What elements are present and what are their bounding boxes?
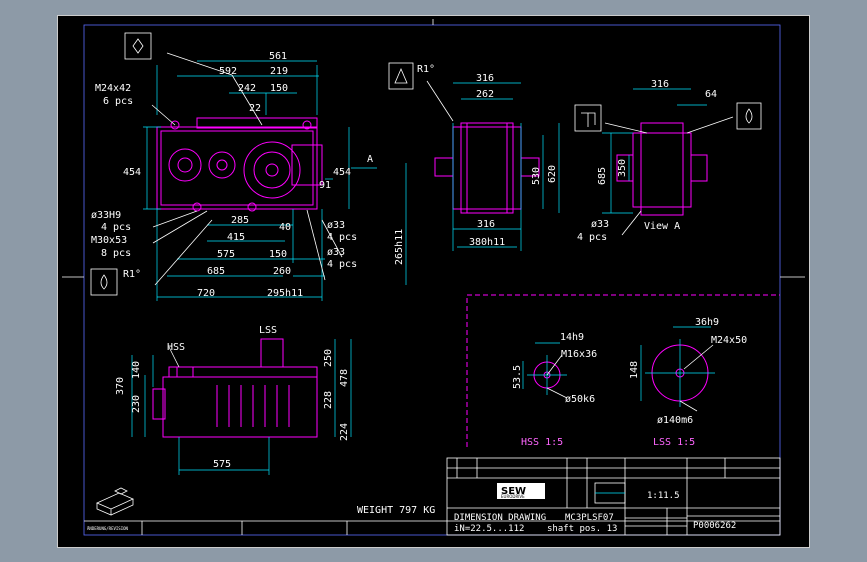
label-hss: HSS (167, 342, 185, 353)
oil-drop-icon (745, 108, 753, 124)
dim-454-right: 454 (333, 167, 351, 178)
dim-478: 478 (339, 369, 350, 387)
dim-14h9: 14h9 (560, 332, 584, 343)
sew-logo (497, 483, 545, 499)
dim-230: 230 (131, 395, 142, 413)
lss-scale-label: LSS 1:5 (653, 437, 695, 448)
view-a (602, 88, 734, 236)
hss-detail (522, 342, 568, 399)
dim-295h11: 295h11 (267, 288, 303, 299)
dim-o50k6: ø50k6 (565, 394, 595, 405)
label-8-pcs: 8 pcs (101, 248, 131, 259)
label-m24x42: M24x42 (95, 83, 131, 94)
dim-265h11: 265h11 (394, 229, 405, 265)
label-r1-front: R1° (123, 269, 141, 280)
dim-91: 91 (319, 180, 331, 191)
drawing-sheet: 561 592 219 242 150 22 M24x42 6 pcs 454 … (57, 15, 810, 548)
bottom-view (131, 338, 352, 475)
revision-label: ÄNDERUNG/REVISION (87, 526, 129, 531)
dim-40: 40 (279, 222, 291, 233)
dim-64: 64 (705, 89, 717, 100)
label-4-pcs-1: 4 pcs (327, 232, 357, 243)
dim-370: 370 (115, 377, 126, 395)
dim-720: 720 (197, 288, 215, 299)
vent-plug-icon (388, 62, 414, 90)
drawing-title: DIMENSION DRAWING (454, 513, 546, 523)
ratio-range: iN=22.5...112 (454, 524, 524, 534)
dim-224: 224 (339, 423, 350, 441)
dim-592: 592 (219, 66, 237, 77)
dim-380h11: 380h11 (469, 237, 505, 248)
drop-icon (100, 274, 108, 290)
dim-53-5: 53.5 (512, 365, 523, 389)
inner-frame (83, 24, 781, 536)
side-view (405, 80, 560, 285)
cad-drawing: 561 592 219 242 150 22 M24x42 6 pcs 454 … (57, 15, 810, 548)
oil-drain-icon (90, 268, 118, 296)
dim-685-viewa: 685 (597, 167, 608, 185)
dim-250: 250 (323, 349, 334, 367)
label-o33-viewa: ø33 (591, 219, 609, 230)
dim-316-side-top: 316 (476, 73, 494, 84)
label-4-pcs: 4 pcs (101, 222, 131, 233)
dim-316-side-bottom: 316 (477, 219, 495, 230)
label-m30x53: M30x53 (91, 235, 127, 246)
dim-620: 620 (547, 165, 558, 183)
dim-316-viewa: 316 (651, 79, 669, 90)
label-o33h9: ø33H9 (91, 210, 121, 221)
label-4-pcs-viewa: 4 pcs (577, 232, 607, 243)
dim-350: 350 (617, 159, 628, 177)
dim-285: 285 (231, 215, 249, 226)
dim-m16x36: M16x36 (561, 349, 597, 360)
dim-150-bottom: 150 (269, 249, 287, 260)
label-lss: LSS (259, 325, 277, 336)
vent-symbol-icon (581, 112, 596, 127)
label-o33-1: ø33 (327, 220, 345, 231)
dim-219: 219 (270, 66, 288, 77)
dim-685: 685 (207, 266, 225, 277)
dim-454-left: 454 (123, 167, 141, 178)
dim-m24x50: M24x50 (711, 335, 747, 346)
oil-level-icon (736, 102, 762, 130)
drawing-number: P0006262 (693, 521, 736, 531)
dim-o140m6: ø140m6 (657, 415, 693, 426)
dim-575: 575 (217, 249, 235, 260)
dim-561: 561 (269, 51, 287, 62)
dim-575-bottom: 575 (213, 459, 231, 470)
isometric-view-icon (96, 487, 134, 516)
vent-icon-a (574, 104, 602, 132)
vent-icon (394, 67, 408, 84)
lss-detail (640, 326, 715, 412)
dim-148: 148 (629, 361, 640, 379)
sew-logo-sub: EURODRIVE (501, 494, 525, 499)
view-direction-icon (124, 32, 152, 60)
detail-boundary (466, 294, 780, 447)
hss-scale-label: HSS 1:5 (521, 437, 563, 448)
drawing-scale: 1:11.5 (647, 491, 680, 501)
sew-logo-text: SEW (501, 486, 526, 497)
dim-415: 415 (227, 232, 245, 243)
outer-frame (57, 15, 810, 548)
dim-530: 530 (531, 167, 542, 185)
dim-22: 22 (249, 103, 261, 114)
model-name: MC3PLSF07 (565, 513, 614, 523)
view-arrow-a: A (367, 154, 373, 165)
label-r1-side: R1° (417, 64, 435, 75)
diamond-icon (132, 38, 144, 54)
label-o33-2: ø33 (327, 247, 345, 258)
dim-150: 150 (270, 83, 288, 94)
dim-36h9: 36h9 (695, 317, 719, 328)
weight-label: WEIGHT 797 KG (357, 505, 435, 516)
dim-260: 260 (273, 266, 291, 277)
dim-140: 140 (131, 361, 142, 379)
dim-242: 242 (238, 83, 256, 94)
shaft-position: shaft pos. 13 (547, 524, 617, 534)
view-a-label: View A (644, 221, 680, 232)
dim-262: 262 (476, 89, 494, 100)
dim-228: 228 (323, 391, 334, 409)
label-6-pcs: 6 pcs (103, 96, 133, 107)
title-block (84, 457, 781, 536)
front-view (143, 52, 377, 301)
label-4-pcs-2: 4 pcs (327, 259, 357, 270)
